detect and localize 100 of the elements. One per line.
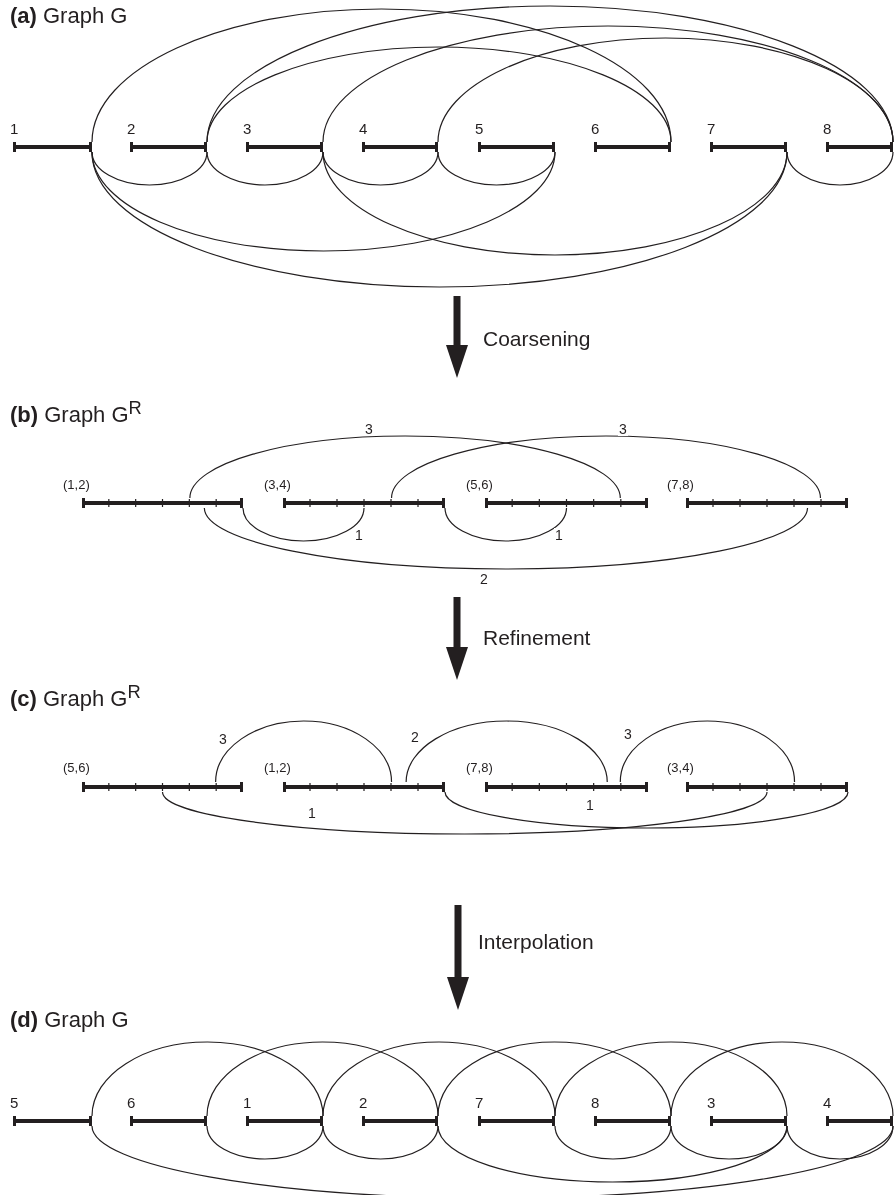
arc xyxy=(161,791,768,835)
bar-segment xyxy=(826,1116,893,1126)
arc xyxy=(554,1041,788,1117)
node-label: (1,2) xyxy=(63,478,90,491)
bar-segment xyxy=(710,142,787,152)
arc xyxy=(437,1125,788,1183)
step-label: Coarsening xyxy=(483,328,591,349)
step-label: Refinement xyxy=(483,627,591,648)
bar-segment xyxy=(246,1116,323,1126)
edge-label: 3 xyxy=(618,422,628,436)
bar-segment xyxy=(130,142,207,152)
ticked-bar xyxy=(82,782,243,792)
node-label: (3,4) xyxy=(667,761,694,774)
ticked-bar xyxy=(686,498,848,508)
node-label: 8 xyxy=(591,1095,600,1110)
arc xyxy=(206,46,672,143)
edge-label: 1 xyxy=(554,528,564,542)
ticked-bar xyxy=(485,498,648,508)
node-label: 1 xyxy=(10,121,19,136)
node-label: 3 xyxy=(243,121,252,136)
edge-label: 1 xyxy=(585,798,595,812)
arc xyxy=(444,791,849,829)
arc xyxy=(91,151,556,252)
arc xyxy=(322,1125,439,1160)
bar-segment xyxy=(362,142,438,152)
edge-label: 3 xyxy=(218,732,228,746)
panel-heading: (c) Graph G$^{R}$ xyxy=(10,683,141,711)
arc xyxy=(437,1041,672,1117)
node-label: (5,6) xyxy=(466,478,493,491)
bar-segment xyxy=(478,142,555,152)
node-label: (3,4) xyxy=(264,478,291,491)
arc xyxy=(670,1041,894,1117)
arc xyxy=(91,151,788,288)
edge-label: 3 xyxy=(623,727,633,741)
node-label: (7,8) xyxy=(466,761,493,774)
bar-segment xyxy=(130,1116,207,1126)
arc xyxy=(91,1125,894,1195)
panel-heading: (a) Graph G xyxy=(10,5,128,27)
arc xyxy=(206,1125,324,1160)
node-label: 2 xyxy=(359,1095,368,1110)
arc xyxy=(390,435,822,499)
bar-segment xyxy=(13,1116,92,1126)
arc xyxy=(91,151,208,186)
bar-segment xyxy=(710,1116,787,1126)
panel-heading: (d) Graph G xyxy=(10,1009,129,1031)
ticked-bar xyxy=(485,782,648,792)
edge-label: 2 xyxy=(410,730,420,744)
ticked-bar xyxy=(82,498,243,508)
ticked-bar xyxy=(283,782,445,792)
arc xyxy=(405,720,608,783)
arc xyxy=(203,507,809,570)
node-label: 2 xyxy=(127,121,136,136)
arc xyxy=(322,151,439,186)
arc xyxy=(322,1041,556,1117)
bar-segment xyxy=(478,1116,555,1126)
bar-segment xyxy=(246,142,323,152)
arc xyxy=(91,8,672,143)
node-label: 4 xyxy=(359,121,368,136)
bar-segment xyxy=(826,142,893,152)
arc xyxy=(437,37,894,143)
edge-label: 1 xyxy=(354,528,364,542)
node-label: 7 xyxy=(475,1095,484,1110)
arc xyxy=(437,151,556,186)
node-label: (7,8) xyxy=(667,478,694,491)
arc xyxy=(670,1125,788,1160)
arc xyxy=(322,25,894,143)
edge-label: 3 xyxy=(364,422,374,436)
bar-segment xyxy=(13,142,92,152)
arc xyxy=(786,151,894,186)
arc xyxy=(444,507,568,542)
arc xyxy=(206,151,324,186)
arc xyxy=(242,507,365,542)
panel-heading: (b) Graph G$^{R}$ xyxy=(10,399,142,427)
node-label: 5 xyxy=(475,121,484,136)
arc xyxy=(215,720,393,783)
arc xyxy=(554,1125,672,1160)
node-label: (5,6) xyxy=(63,761,90,774)
bar-segment xyxy=(362,1116,438,1126)
arc xyxy=(189,435,621,499)
node-label: 4 xyxy=(823,1095,832,1110)
node-label: (1,2) xyxy=(264,761,291,774)
node-label: 5 xyxy=(10,1095,19,1110)
ticked-bar xyxy=(686,782,848,792)
bar-segment xyxy=(594,1116,671,1126)
arc xyxy=(322,151,788,256)
node-label: 6 xyxy=(591,121,600,136)
ticked-bar xyxy=(283,498,445,508)
arc xyxy=(206,1041,439,1117)
node-label: 8 xyxy=(823,121,832,136)
bar-segment xyxy=(594,142,671,152)
node-label: 1 xyxy=(243,1095,252,1110)
arc xyxy=(91,1041,324,1117)
node-label: 7 xyxy=(707,121,716,136)
node-label: 6 xyxy=(127,1095,136,1110)
edge-label: 2 xyxy=(479,572,489,586)
node-label: 3 xyxy=(707,1095,716,1110)
arc xyxy=(786,1125,894,1160)
edge-label: 1 xyxy=(307,806,317,820)
arc xyxy=(619,720,796,783)
arc xyxy=(206,5,894,143)
